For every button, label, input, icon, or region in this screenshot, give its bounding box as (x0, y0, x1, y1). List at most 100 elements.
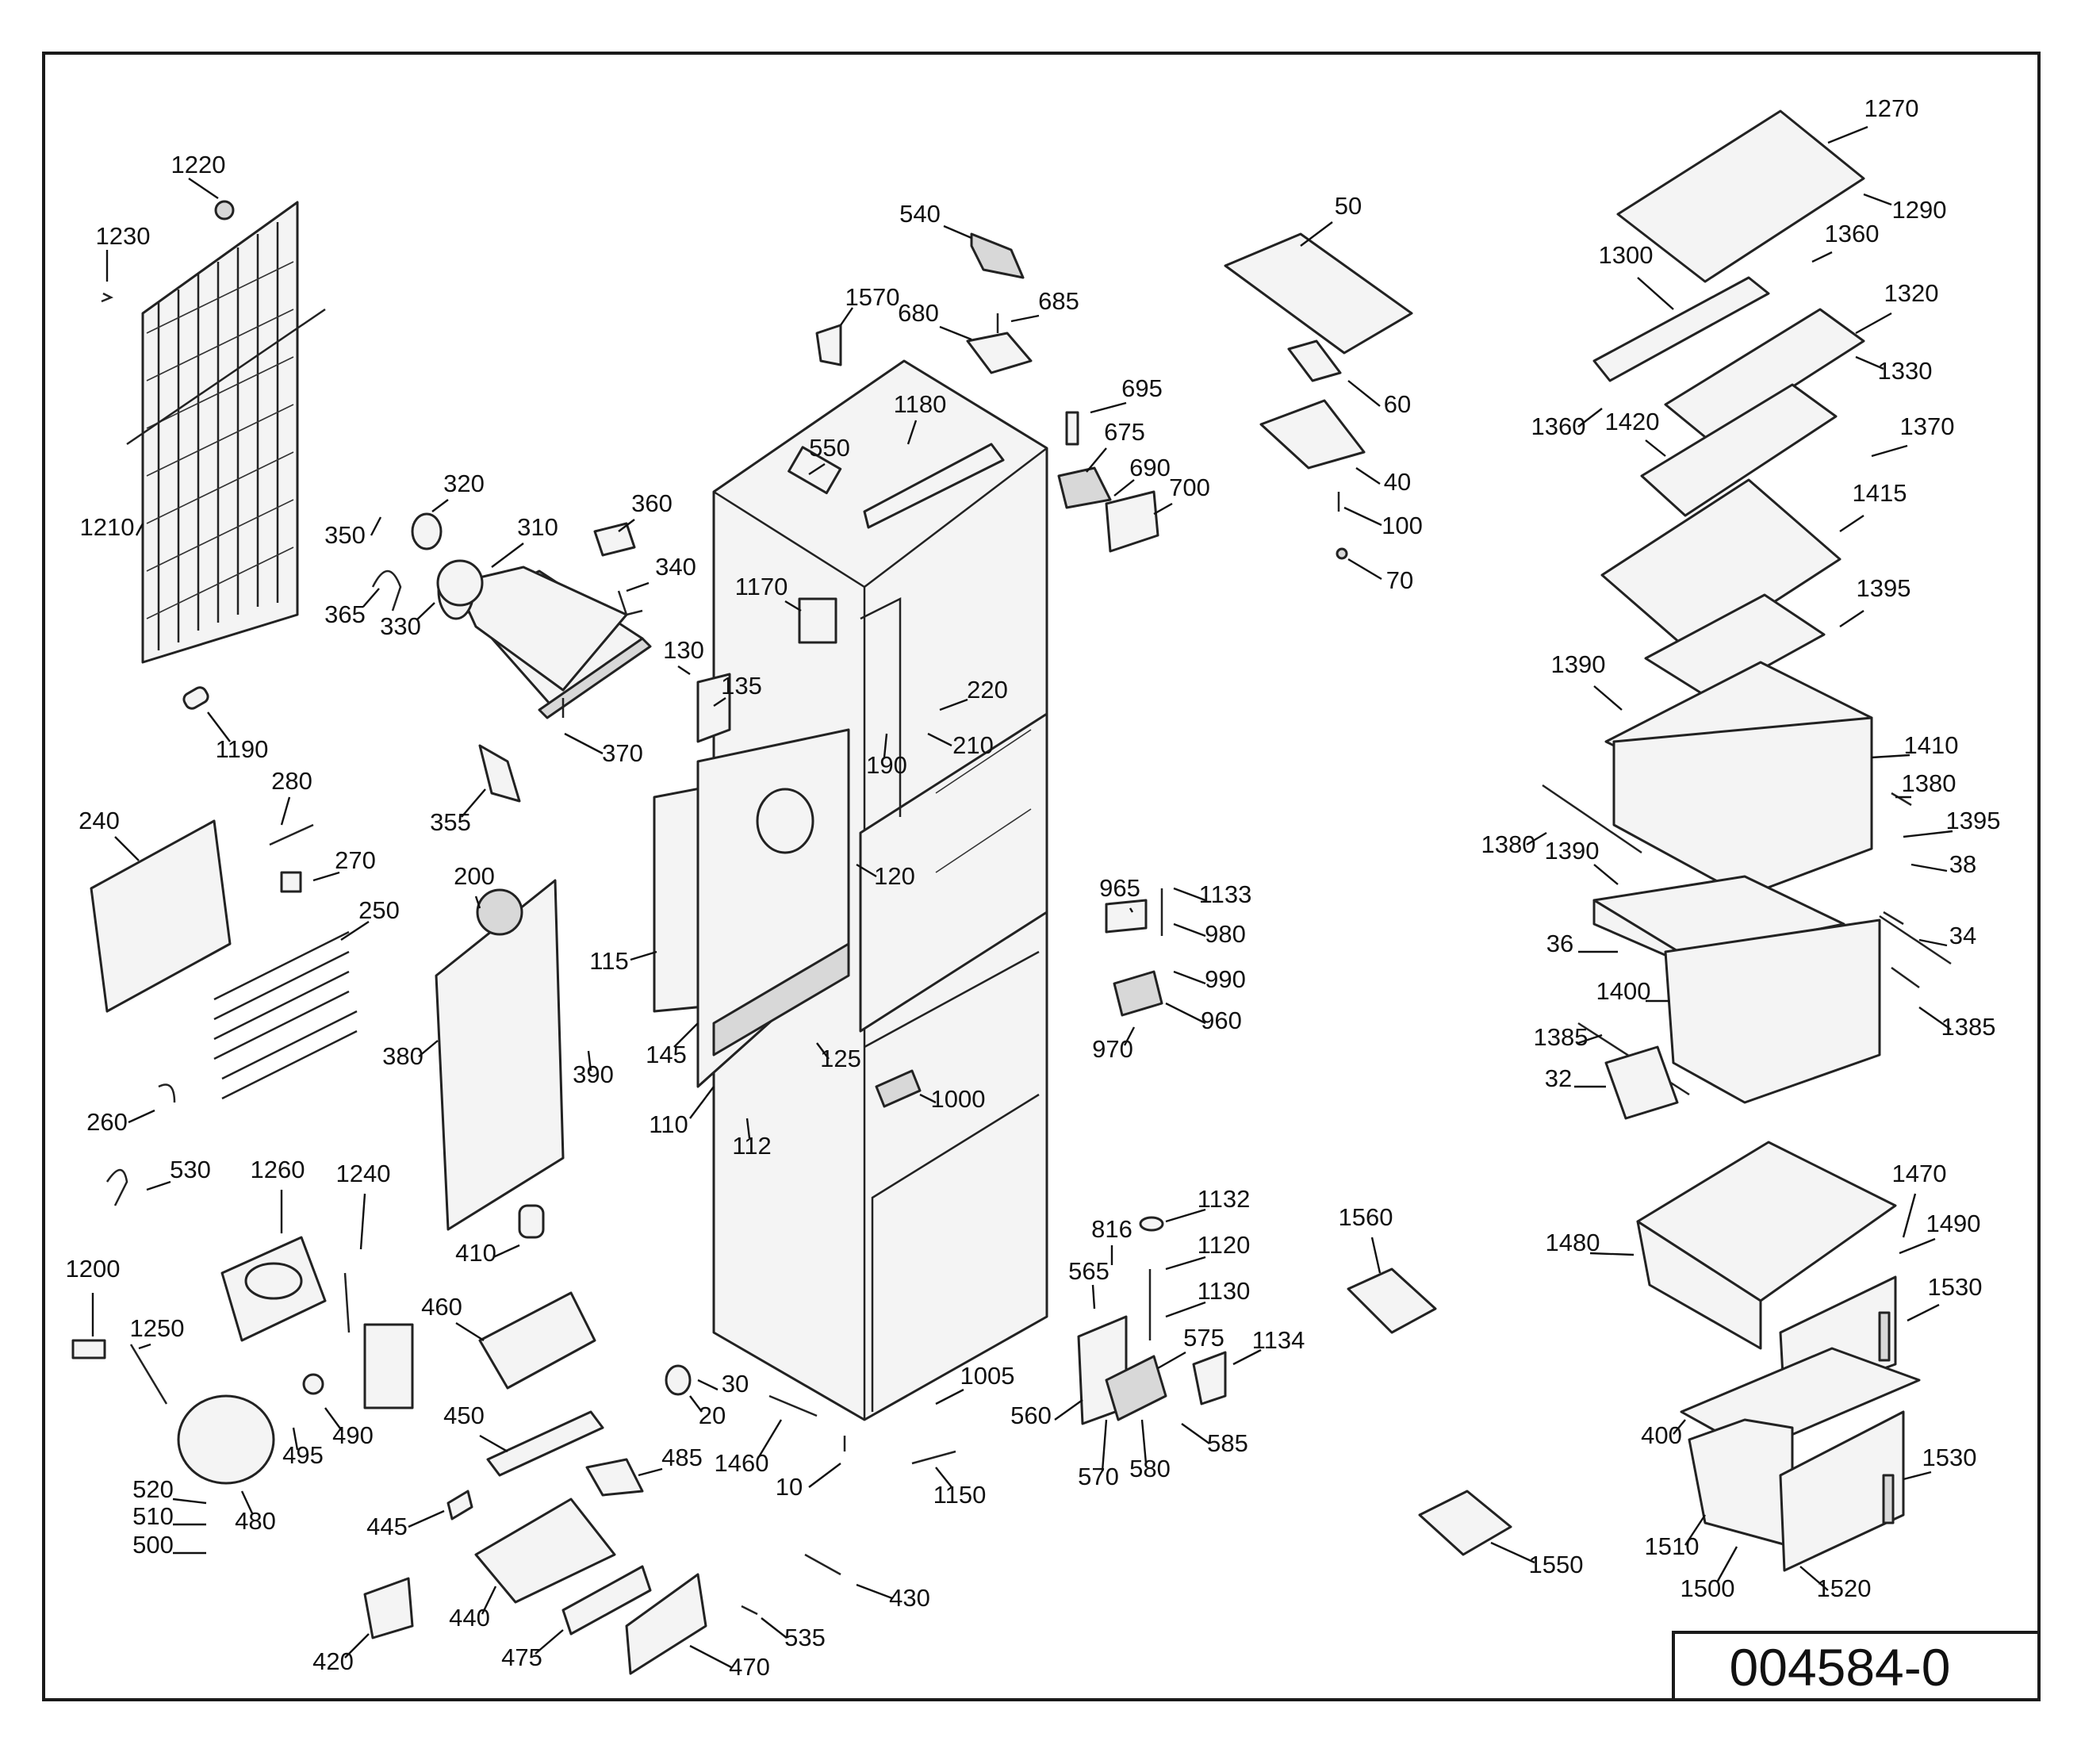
callout-1500: 1500 (1681, 1574, 1735, 1602)
strip-1530-lower (1882, 1474, 1895, 1524)
leader-line-1395b (1903, 830, 1953, 838)
leader-line-450 (479, 1434, 508, 1453)
leader-line-700 (1153, 502, 1173, 516)
leader-line-965 (1129, 907, 1134, 913)
callout-1270: 1270 (1864, 94, 1919, 122)
callout-100: 100 (1382, 512, 1423, 539)
callout-510: 510 (132, 1502, 174, 1530)
callout-460: 460 (421, 1293, 462, 1321)
callout-1390b: 1390 (1545, 837, 1600, 865)
bracket-460 (478, 1291, 596, 1390)
callout-1200: 1200 (66, 1255, 121, 1283)
leader-line-1530 (1907, 1303, 1940, 1322)
callout-1134: 1134 (1252, 1326, 1305, 1354)
callout-130: 130 (663, 636, 704, 664)
callout-685: 685 (1038, 287, 1079, 315)
callout-355: 355 (430, 808, 471, 836)
callout-112: 112 (732, 1132, 771, 1160)
callout-570: 570 (1078, 1463, 1119, 1490)
leader-line-1390b (1593, 864, 1619, 885)
leader-line-1300 (1637, 277, 1674, 310)
callout-145: 145 (646, 1041, 687, 1068)
callout-20: 20 (699, 1402, 726, 1429)
callout-430: 430 (889, 1584, 930, 1612)
leader-line-980 (1173, 922, 1206, 938)
callout-530: 530 (170, 1156, 211, 1183)
pad-360 (593, 522, 636, 557)
leader-line-1270 (1827, 125, 1868, 144)
callout-1490: 1490 (1926, 1210, 1981, 1237)
fan-motor (411, 512, 443, 550)
callout-1230: 1230 (96, 222, 151, 250)
rail-1380-left (1542, 784, 1642, 854)
leader-line-360 (618, 519, 635, 532)
leader-line-1220 (188, 178, 219, 199)
callout-1410: 1410 (1904, 731, 1959, 759)
leader-line-1460 (756, 1419, 783, 1460)
leader-line-38 (1910, 863, 1948, 872)
callout-280: 280 (271, 767, 312, 795)
callout-550: 550 (809, 434, 850, 462)
leader-line-1470 (1902, 1193, 1917, 1238)
callout-30: 30 (722, 1370, 749, 1398)
callout-965: 965 (1099, 874, 1140, 902)
callout-695: 695 (1121, 374, 1163, 402)
bracket-1570 (815, 324, 842, 366)
leader-line-1385 (1918, 1007, 1952, 1030)
leader-line-1190 (207, 711, 231, 742)
callout-1150: 1150 (933, 1481, 987, 1509)
hinge-680 (966, 332, 1033, 374)
leader-line-1150 (935, 1467, 952, 1488)
leader-line-530 (146, 1180, 171, 1191)
leader-line-445 (408, 1509, 445, 1528)
callout-1260: 1260 (251, 1156, 305, 1183)
callout-1210: 1210 (80, 513, 135, 541)
drawer-1400 (1664, 918, 1881, 1104)
leader-line-970 (1123, 1026, 1136, 1046)
leader-line-535 (761, 1617, 788, 1639)
callout-440: 440 (449, 1604, 490, 1632)
leader-line-115 (630, 950, 657, 961)
rail-1385-right (1891, 966, 1920, 989)
display-strip (863, 443, 1005, 529)
callout-350: 350 (324, 521, 366, 549)
callout-1400: 1400 (1596, 977, 1651, 1005)
callout-485: 485 (661, 1444, 703, 1471)
leader-line-130 (677, 665, 691, 675)
leader-line-365 (362, 588, 380, 608)
leader-line-210 (927, 732, 952, 747)
leader-line-1560 (1370, 1237, 1382, 1274)
rail-1380-right (1891, 792, 1912, 807)
part-1134 (1192, 1351, 1227, 1405)
leader-line-1520 (1799, 1566, 1829, 1591)
callout-330: 330 (380, 612, 421, 640)
leader-line-320 (431, 499, 449, 512)
leader-line-475 (535, 1629, 564, 1655)
leader-line-220 (939, 698, 968, 711)
callout-1133: 1133 (1199, 880, 1252, 908)
sensor-280 (269, 823, 314, 846)
plate-965 (1105, 899, 1148, 934)
callout-1560: 1560 (1339, 1203, 1393, 1231)
rod-1240 (343, 1272, 351, 1333)
callout-240: 240 (79, 807, 120, 834)
leader-line-1415 (1839, 515, 1864, 532)
leader-line-120 (856, 863, 877, 878)
leader-line-260 (128, 1109, 155, 1124)
callout-115: 115 (589, 947, 628, 975)
leader-line-1370 (1871, 444, 1908, 458)
callout-490: 490 (332, 1421, 374, 1449)
part-445 (446, 1490, 473, 1520)
callout-1380: 1380 (1902, 769, 1956, 797)
leader-line-1360b (1577, 408, 1603, 428)
leader-line-1380b (1526, 831, 1547, 846)
callout-200: 200 (454, 862, 495, 890)
leader-line-695 (1090, 401, 1127, 414)
callout-1470: 1470 (1892, 1160, 1947, 1187)
rod-1250 (129, 1344, 168, 1405)
leader-line-1385b (1577, 1033, 1603, 1045)
callout-370: 370 (602, 739, 643, 767)
ice-tray-1560 (1347, 1267, 1437, 1334)
screw-1230 (101, 292, 114, 303)
leader-line-400 (1673, 1419, 1686, 1435)
